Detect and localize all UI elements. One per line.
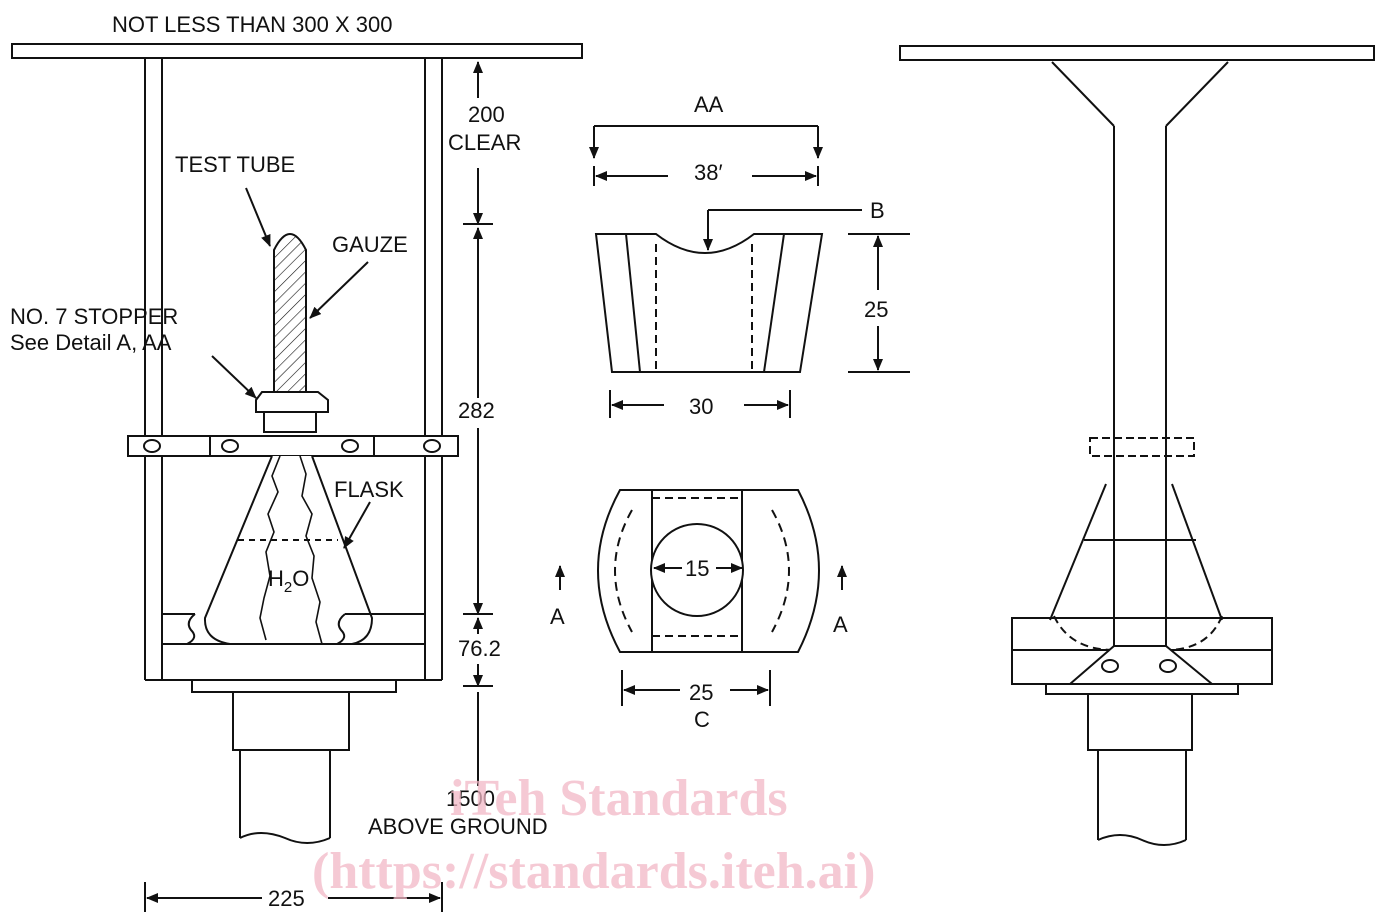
gauze-leader xyxy=(309,261,369,319)
support-pipe-collar-side xyxy=(1087,693,1193,751)
dim-30: 30 xyxy=(689,394,713,419)
cross-bar xyxy=(127,435,459,457)
vertical-dimension xyxy=(463,61,493,786)
dim-76: 76.2 xyxy=(458,636,501,661)
bolt xyxy=(1101,659,1119,673)
detail-aa-title: AA xyxy=(694,92,724,117)
stopper-leader xyxy=(211,355,257,399)
watermark-line-1: iTeh Standards xyxy=(450,770,788,827)
c-label: C xyxy=(694,707,710,732)
bolt xyxy=(1159,659,1177,673)
stopper xyxy=(255,391,329,413)
stopper-label: NO. 7 STOPPER xyxy=(10,304,178,329)
top-plate xyxy=(11,43,583,59)
base-plate xyxy=(191,679,397,693)
watermark-line-2: (https://standards.iteh.ai) xyxy=(312,843,875,900)
width-dimension xyxy=(144,882,443,912)
stopper-section xyxy=(594,233,824,373)
side-view xyxy=(899,45,1375,846)
detail-a-top-view xyxy=(555,489,847,706)
gauze-wick xyxy=(299,455,323,645)
detail-aa xyxy=(589,125,910,418)
b-label: B xyxy=(870,198,885,223)
stopper-hole xyxy=(650,523,744,617)
test-tube-label: TEST TUBE xyxy=(175,152,295,177)
labels: NOT LESS THAN 300 X 300 200 CLEAR TEST T… xyxy=(10,12,888,911)
above-ground-label: ABOVE GROUND xyxy=(368,814,548,839)
stopper-detail-ref: See Detail A, AA xyxy=(10,330,172,355)
dim-25-bottom: 25 xyxy=(689,680,713,705)
gauze-label: GAUZE xyxy=(332,232,408,257)
dim-282: 282 xyxy=(458,398,495,423)
clear-200-label: CLEAR xyxy=(448,130,521,155)
dim-225: 225 xyxy=(268,886,305,911)
top-plate-side xyxy=(899,45,1375,61)
dim-1500: 1500 xyxy=(446,786,495,811)
test-tube-leader xyxy=(245,187,271,247)
support-pipe-collar xyxy=(232,691,350,751)
cross-bar-end xyxy=(1089,437,1195,457)
base-plate-side xyxy=(1045,683,1239,695)
bolt xyxy=(221,439,239,453)
flask-label: FLASK xyxy=(334,477,404,502)
dim-38: 38′ xyxy=(694,160,723,185)
bolt xyxy=(341,439,359,453)
bolt xyxy=(143,439,161,453)
front-view xyxy=(11,43,583,912)
frame-posts xyxy=(144,58,443,680)
flask-leader xyxy=(343,501,371,549)
clear-200-value: 200 xyxy=(468,102,505,127)
gauze-wick xyxy=(259,455,281,641)
dim-25-side: 25 xyxy=(864,297,888,322)
section-a-right: A xyxy=(833,612,848,637)
section-a-left: A xyxy=(550,604,565,629)
water-label: H2O xyxy=(268,566,309,596)
bolt xyxy=(423,439,441,453)
watermark: iTeh Standards (https://standards.iteh.a… xyxy=(312,770,875,900)
top-dimension-label: NOT LESS THAN 300 X 300 xyxy=(112,12,392,37)
dim-15: 15 xyxy=(685,556,709,581)
test-tube xyxy=(273,233,307,392)
